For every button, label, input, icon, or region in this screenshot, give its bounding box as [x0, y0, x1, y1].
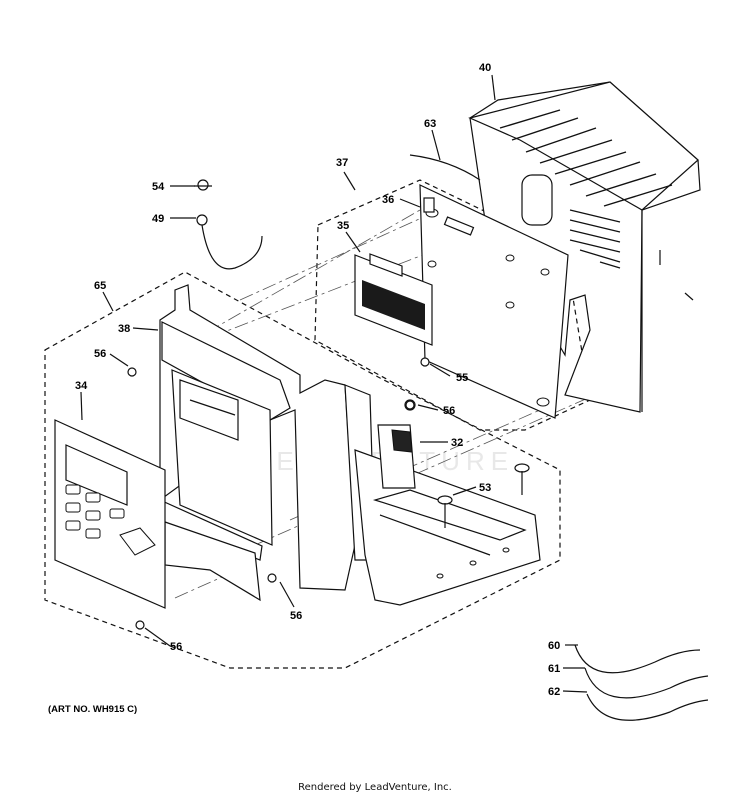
base-tray-part [354, 449, 541, 606]
art-number-label: (ART NO. WH915 C) [48, 704, 138, 715]
callout-54: 54 [152, 181, 165, 193]
wires-60-62-part [574, 644, 709, 721]
callout-56-c: 56 [290, 610, 302, 622]
screw-55-part [420, 357, 430, 367]
callout-37: 37 [336, 157, 348, 169]
callout-53: 53 [479, 482, 491, 494]
screws-56-part [127, 367, 415, 630]
relay-board-32-part [377, 399, 416, 489]
callout-65: 65 [94, 280, 106, 292]
callout-62: 62 [548, 686, 560, 698]
screw-54-part [194, 179, 212, 191]
display-35-part [354, 253, 433, 346]
callout-36: 36 [382, 194, 394, 206]
wire-63-part [409, 154, 481, 181]
callout-60: 60 [548, 640, 560, 652]
callout-56-b: 56 [443, 405, 455, 417]
callout-32: 32 [451, 437, 463, 449]
cabinet-cover-part [468, 81, 701, 413]
screws-53-part [437, 463, 530, 528]
callout-61: 61 [548, 663, 560, 675]
callout-38: 38 [118, 323, 130, 335]
group-37-boundary [314, 179, 591, 431]
footer-credit: Rendered by LeadVenture, Inc. [298, 782, 452, 793]
callout-34: 34 [75, 380, 88, 392]
callout-56-d: 56 [170, 641, 182, 653]
callout-40: 40 [479, 62, 491, 74]
callout-35: 35 [337, 220, 349, 232]
keypad-34-part [54, 419, 166, 609]
ground-wire-49-part [196, 214, 263, 270]
leader-lines [80, 74, 588, 693]
callout-63: 63 [424, 118, 436, 130]
callout-56-a: 56 [94, 348, 106, 360]
callout-49: 49 [152, 213, 164, 225]
callout-55: 55 [456, 372, 468, 384]
front-housing-38-part [159, 284, 376, 602]
